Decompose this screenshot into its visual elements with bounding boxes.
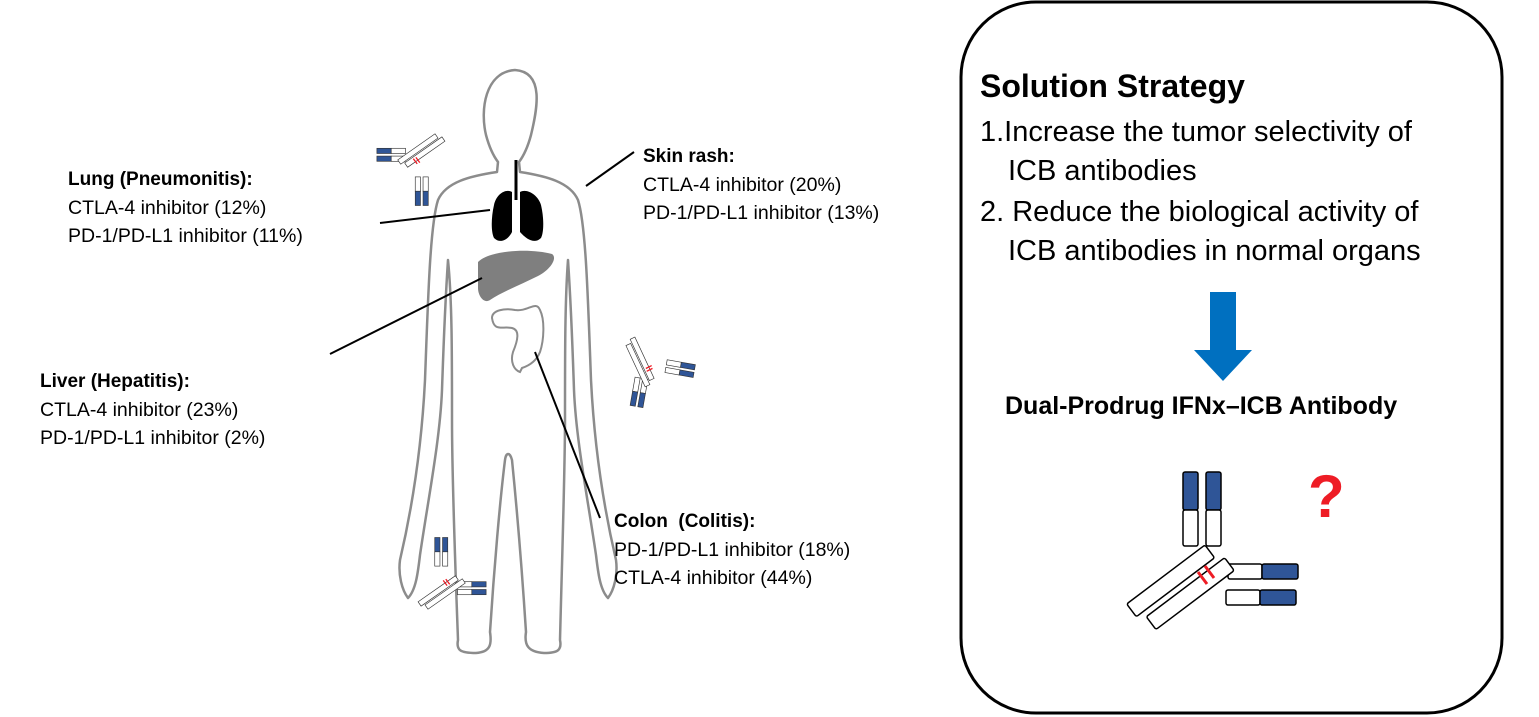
liver-connector (329, 277, 483, 355)
lung-label: Lung (Pneumonitis): CTLA-4 inhibitor (12… (68, 166, 303, 250)
liver-title: Liver (Hepatitis): (40, 371, 190, 392)
result-label: Dual-Prodrug IFNx–ICB Antibody (1005, 392, 1398, 420)
down-arrow-icon (1194, 292, 1252, 381)
strategy-item1-line1: 1.Increase the tumor selectivity of (980, 116, 1412, 148)
strategy-item2-line2: ICB antibodies in normal organs (1008, 235, 1421, 267)
colon-title: Colon (Colitis): (614, 511, 756, 532)
question-mark: ? (1308, 463, 1345, 530)
lung-line1: CTLA-4 inhibitor (12%) (68, 197, 267, 219)
liver-line1: CTLA-4 inhibitor (23%) (40, 399, 239, 421)
antibody-icon (1126, 471, 1299, 630)
skin-title: Skin rash: (643, 146, 735, 167)
lungs-icon (491, 160, 544, 241)
colon-label: Colon (Colitis): PD-1/PD-L1 inhibitor (1… (614, 508, 850, 592)
antibody-icon (376, 133, 446, 207)
strategy-item1-line2: ICB antibodies (1008, 155, 1197, 187)
strategy-item2-line1: 2. Reduce the biological activity of (980, 196, 1419, 228)
skin-line1: CTLA-4 inhibitor (20%) (643, 174, 842, 196)
strategy-title: Solution Strategy (980, 68, 1245, 104)
antibody-icon (615, 335, 699, 416)
body-silhouette (398, 68, 618, 655)
colon-line2: CTLA-4 inhibitor (44%) (614, 567, 813, 589)
liver-line2: PD-1/PD-L1 inhibitor (2%) (40, 427, 266, 449)
skin-line2: PD-1/PD-L1 inhibitor (13%) (643, 202, 880, 224)
skin-label: Skin rash: CTLA-4 inhibitor (20%) PD-1/P… (643, 143, 879, 227)
lung-connector (379, 209, 491, 224)
colon-icon (490, 305, 545, 374)
lung-title: Lung (Pneumonitis): (68, 169, 253, 190)
skin-connector (585, 151, 635, 187)
lung-line2: PD-1/PD-L1 inhibitor (11%) (68, 225, 303, 247)
liver-icon (478, 250, 555, 302)
colon-connector (534, 351, 601, 519)
liver-label: Liver (Hepatitis): CTLA-4 inhibitor (23%… (40, 368, 265, 452)
colon-line1: PD-1/PD-L1 inhibitor (18%) (614, 539, 851, 561)
